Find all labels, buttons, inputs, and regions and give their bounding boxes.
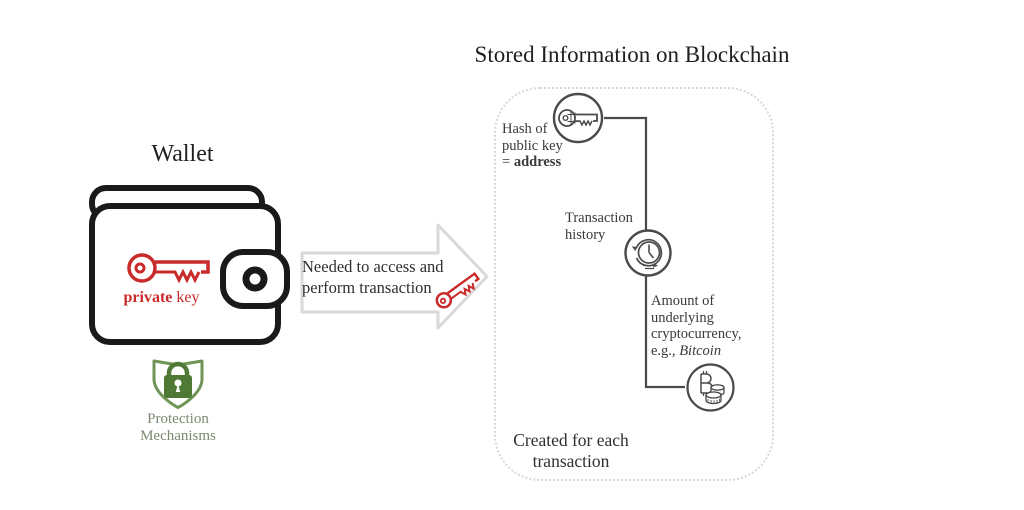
arrow-label: Needed to access and perform transaction	[302, 257, 444, 297]
hash-line3-prefix: =	[502, 154, 514, 170]
created-footer-label: Created for each transaction	[508, 430, 634, 472]
footer-line2: transaction	[532, 451, 610, 471]
wallet-title: Wallet	[151, 141, 214, 167]
private-key-icon	[127, 253, 210, 284]
amount-line1: Amount of	[651, 293, 715, 309]
protection-label: Protection Mechanisms	[121, 411, 235, 445]
hash-line3: = address	[502, 154, 602, 171]
protection-shield-icon	[152, 359, 204, 409]
history-line1: Transaction	[565, 210, 633, 226]
amount-label: Amount of underlying cryptocurrency, e.g…	[651, 293, 769, 359]
protection-line2: Mechanisms	[140, 428, 216, 444]
public-key-hash-icon	[552, 92, 604, 144]
blockchain-title: Stored Information on Blockchain	[474, 42, 790, 67]
amount-line2: underlying	[651, 309, 714, 326]
amount-line4-prefix: e.g.,	[651, 342, 680, 359]
bitcoin-amount-icon	[686, 363, 735, 412]
hash-line3-bold: address	[513, 154, 562, 170]
lock-icon	[164, 361, 192, 398]
history-line2: history	[565, 227, 606, 243]
transaction-history-label: Transaction history	[565, 210, 647, 244]
amount-line4-italic: Bitcoin	[679, 342, 722, 359]
footer-line1: Created for each	[513, 430, 629, 450]
amount-line3: cryptocurrency,	[651, 326, 742, 342]
amount-line4: e.g., Bitcoin	[651, 343, 769, 360]
hash-label: Hash of public key = address	[502, 121, 602, 171]
transaction-history-icon	[624, 229, 672, 277]
protection-line1: Protection	[147, 411, 209, 427]
blockchain-box	[494, 87, 774, 481]
hash-line2: public key	[502, 137, 563, 154]
private-key-label: private key	[114, 289, 209, 307]
wallet-icon	[89, 185, 290, 345]
private-key-rest: key	[172, 289, 200, 306]
small-key-icon	[435, 271, 481, 309]
hash-line1: Hash of	[502, 121, 548, 137]
private-key-bold: private	[123, 289, 173, 306]
